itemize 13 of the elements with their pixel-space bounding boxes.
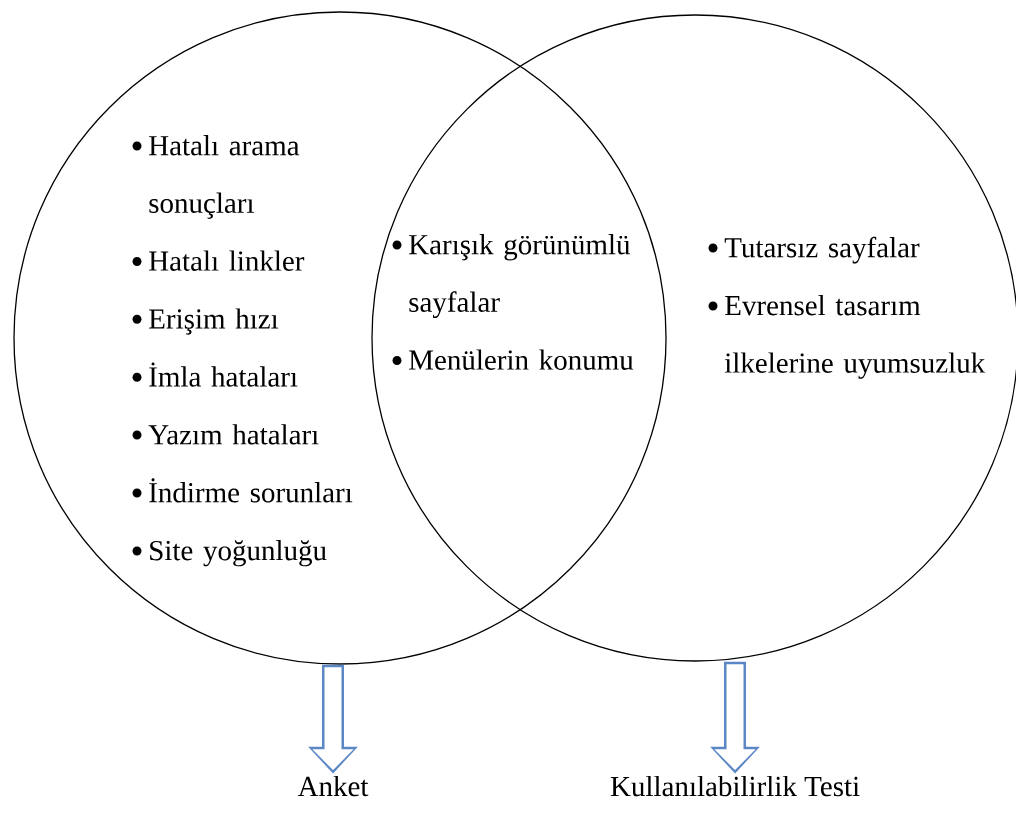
list-item: İmla hataları bbox=[149, 362, 298, 387]
list-item: Evrensel tasarım ilkelerine uyumsuzluk bbox=[724, 295, 986, 379]
list-item: Hatalı arama sonuçları bbox=[149, 135, 300, 219]
list-item: Tutarsız sayfalar bbox=[724, 236, 920, 264]
list-item: Karışık görünümlü sayfalar bbox=[409, 234, 631, 318]
list-item: Hatalı linkler bbox=[149, 250, 305, 271]
list-item: Site yoğunluğu bbox=[150, 540, 327, 567]
list-item: Menülerin konumu bbox=[409, 349, 634, 370]
list-item: Erişim hızı bbox=[149, 308, 279, 335]
list-item: İndirme sorunları bbox=[149, 478, 353, 503]
list-item: Yazım hataları bbox=[148, 424, 319, 445]
caption-label: Anket bbox=[297, 775, 369, 797]
caption-label: Kullanılabilirlik Testi bbox=[610, 775, 860, 797]
